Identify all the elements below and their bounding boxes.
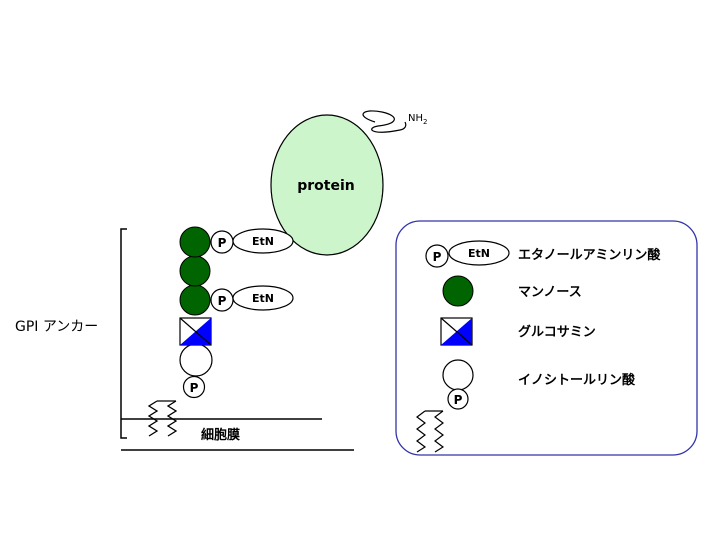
phosphate-upper-label: P xyxy=(218,236,227,250)
legend-item-mannose: マンノース xyxy=(442,275,582,307)
nh2-subscript: 2 xyxy=(423,118,427,126)
phosphate-label: P xyxy=(190,381,199,395)
etn-lower-label: EtN xyxy=(252,292,274,305)
phosphoethanolamine-icon xyxy=(425,244,449,268)
legend-label-mannose: マンノース xyxy=(518,285,582,300)
legend-etn-label: EtN xyxy=(468,247,490,260)
n-terminus-chain xyxy=(362,110,407,133)
mannose-2 xyxy=(179,255,211,287)
legend-inositol-phosphate-p: P xyxy=(454,393,463,407)
lipid-tail-2 xyxy=(166,400,178,437)
etn-lower xyxy=(232,285,294,311)
legend-label-inositol-phosphate: イノシトールリン酸 xyxy=(518,372,636,388)
gpi-anchor-label: GPI アンカー xyxy=(15,319,98,335)
inositol-phosphate-p xyxy=(182,375,206,399)
legend-box xyxy=(395,220,698,456)
mannose-icon xyxy=(442,275,474,307)
legend-label-phosphoethanolamine: エタノールアミンリン酸 xyxy=(518,247,661,263)
legend-item-inositol-phosphate: P イノシトールリン酸 xyxy=(416,359,636,453)
mannose-1 xyxy=(179,284,211,316)
mannose-3 xyxy=(179,226,211,258)
legend-item-phosphoethanolamine: P EtN エタノールアミンリン酸 xyxy=(425,240,661,268)
membrane-label: 細胞膜 xyxy=(201,427,240,443)
etn-upper-label: EtN xyxy=(252,235,274,248)
svg-text:NH2: NH2 xyxy=(408,113,427,126)
legend-phosphate-label: P xyxy=(433,250,442,264)
phosphate-lower-label: P xyxy=(218,294,227,308)
inositol xyxy=(179,343,213,377)
nh2-label: NH xyxy=(408,113,423,124)
gpi-anchor-bracket xyxy=(120,228,127,439)
legend-item-glucosamine: グルコサミン xyxy=(440,317,596,346)
lipid-tail-1 xyxy=(147,400,159,437)
protein xyxy=(270,114,384,256)
legend-label-glucosamine: グルコサミン xyxy=(518,324,596,340)
etn-upper xyxy=(232,228,294,254)
inositol-phosphate-icon xyxy=(442,359,474,391)
protein-label: protein xyxy=(297,178,355,194)
